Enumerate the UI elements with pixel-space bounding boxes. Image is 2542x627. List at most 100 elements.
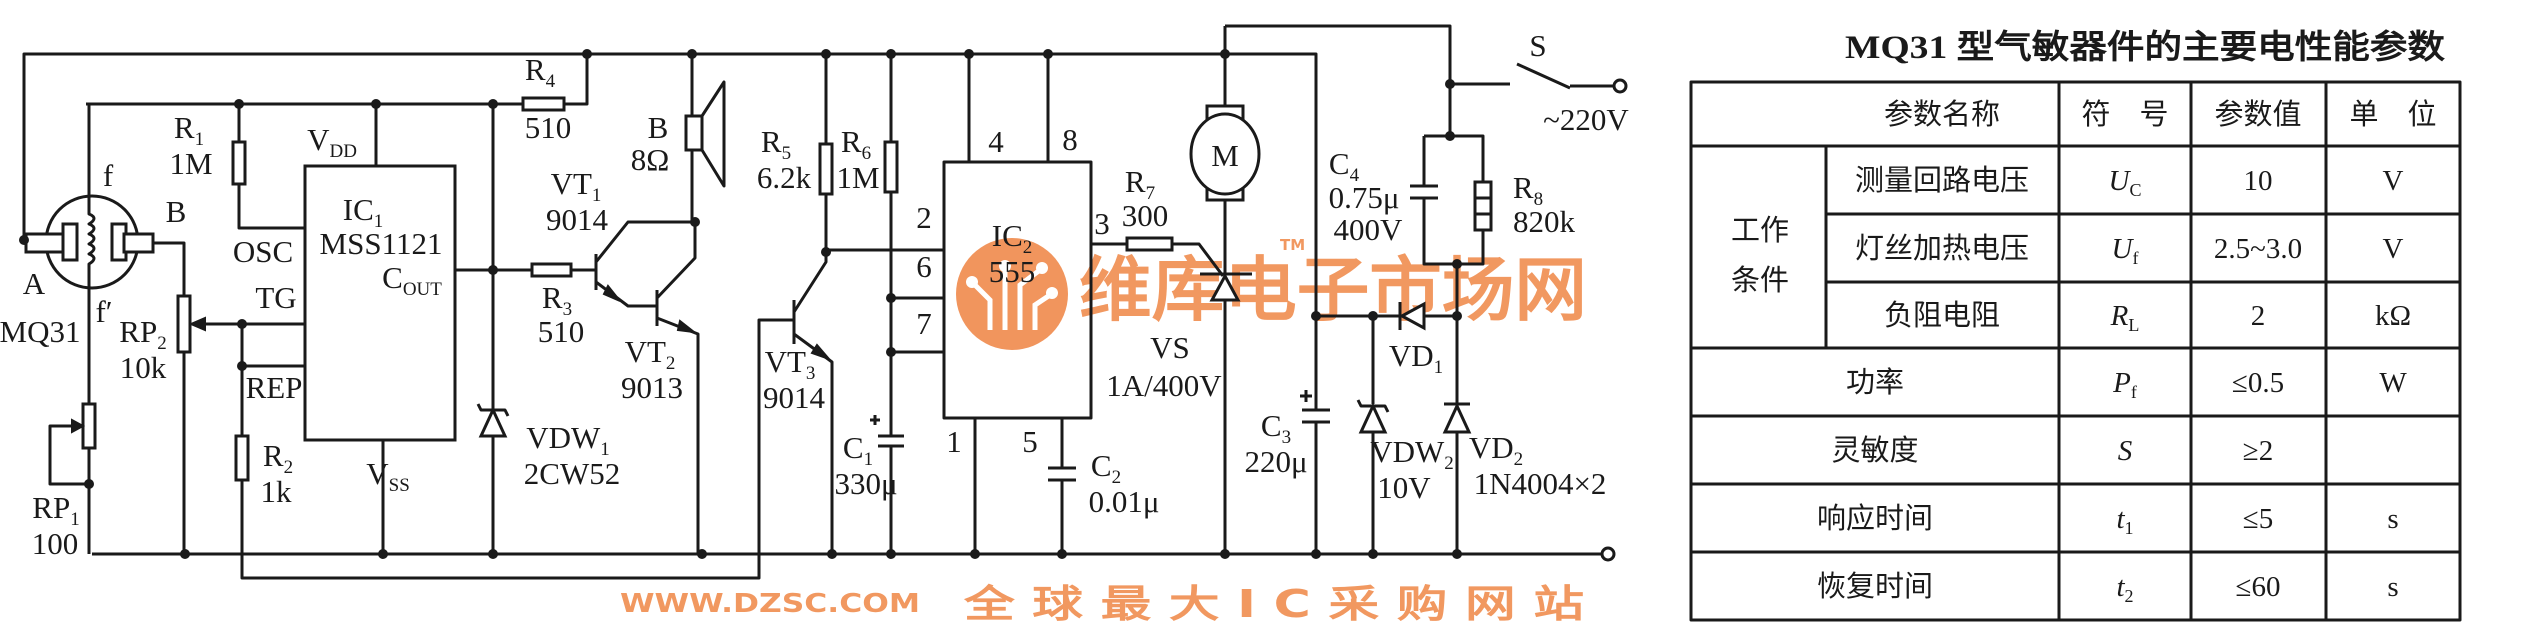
label-vt3: VT3	[765, 344, 816, 384]
resistor-r2	[234, 434, 250, 482]
ac-terminal-top[interactable]	[1612, 78, 1628, 94]
resistor-r6	[883, 140, 899, 194]
label-text: 220μ	[1244, 444, 1307, 479]
label-rp2v: 10k	[120, 350, 167, 385]
label-subscript: 4	[1350, 165, 1360, 186]
label-p3: 3	[1094, 206, 1110, 241]
label-text: B	[648, 110, 669, 145]
junction-dot	[378, 549, 388, 559]
label-text: A	[23, 266, 46, 301]
label-c2v: 0.01μ	[1089, 484, 1160, 519]
label-vt2v: 9013	[621, 370, 683, 405]
label-ic2v: 555	[989, 254, 1036, 289]
label-subscript: 2	[1514, 449, 1524, 470]
label-subscript: 2	[666, 353, 676, 374]
junction-dot	[237, 319, 247, 329]
param-name: 功率	[1846, 366, 1904, 399]
label-text: M	[1211, 138, 1239, 173]
label-text: VS	[1150, 330, 1190, 365]
label-text: B	[166, 194, 187, 229]
symbol-main: t	[2116, 571, 2125, 603]
label-vt1: VT1	[551, 166, 602, 206]
label-f: f	[103, 158, 114, 193]
label-text: VD	[1469, 430, 1514, 465]
junction-dot	[821, 247, 831, 257]
symbol-subscript: f	[2132, 248, 2138, 268]
junction-dot	[690, 217, 700, 227]
param-name: 恢复时间	[1817, 570, 1933, 603]
label-vss: VSS	[366, 456, 410, 496]
label-text: RP	[119, 314, 157, 349]
junction-dot	[234, 99, 244, 109]
junction-dot	[886, 549, 896, 559]
param-symbol: Pf	[2112, 367, 2137, 402]
label-text: VD	[1389, 338, 1434, 373]
label-m: M	[1211, 138, 1239, 173]
junction-dot	[1220, 49, 1230, 59]
param-unit: s	[2387, 503, 2398, 535]
label-subscript: DD	[329, 141, 356, 162]
param-value: ≥2	[2243, 435, 2273, 467]
param-name: 灯丝加热电压	[1855, 232, 2029, 265]
label-subscript: 2	[1023, 237, 1033, 258]
ac-terminal-bottom[interactable]	[1600, 546, 1616, 562]
label-text: 8Ω	[631, 142, 670, 177]
label-text: C	[382, 260, 403, 295]
label-subscript: 3	[806, 363, 816, 384]
junction-dots	[19, 49, 1462, 559]
symbol-main: U	[2112, 233, 2135, 265]
resistor-r8	[1473, 180, 1493, 232]
junction-dot	[1043, 49, 1053, 59]
label-text: 510	[525, 110, 572, 145]
label-text: MSS1121	[320, 226, 443, 261]
capacitor-c2	[1048, 466, 1076, 482]
label-r7v: 300	[1122, 198, 1169, 233]
watermark-brand: 维库电子市场网	[1079, 249, 1587, 331]
label-subscript: OUT	[403, 279, 442, 300]
label-c1: C1	[843, 430, 873, 470]
label-text: 2CW52	[524, 456, 620, 491]
watermark-slogan: 全 球 最 大 I C 采 购 网 站	[963, 582, 1584, 626]
label-f2: f′	[95, 294, 112, 329]
junction-dot	[582, 49, 592, 59]
label-text: C	[843, 430, 864, 465]
diode-vd2	[1442, 402, 1472, 434]
symbol-subscript: L	[2128, 315, 2139, 335]
label-text: 1N4004×2	[1474, 466, 1607, 501]
param-symbol: Uf	[2112, 233, 2139, 268]
label-subscript: 4	[546, 71, 556, 92]
label-subscript: 2	[284, 457, 294, 478]
label-text: C	[1091, 448, 1112, 483]
label-c2: C2	[1091, 448, 1121, 488]
zener-vdw2	[1356, 399, 1390, 434]
label-r6v: 1M	[836, 160, 879, 195]
label-text: 1M	[169, 146, 212, 181]
label-r1: R1	[174, 110, 204, 150]
param-value: 2	[2251, 300, 2266, 332]
label-text: IC	[343, 192, 374, 227]
label-subscript: 3	[563, 299, 573, 320]
label-subscript: 1	[195, 129, 205, 150]
ic1-body	[303, 164, 457, 442]
label-text: f′	[95, 294, 112, 329]
ic2-body	[942, 160, 1093, 420]
label-a: A	[23, 266, 46, 301]
label-text: 10V	[1377, 470, 1431, 505]
symbol-subscript: 1	[2125, 518, 2134, 538]
label-vd2v: 1N4004×2	[1474, 466, 1607, 501]
label-b2: B	[648, 110, 669, 145]
watermark-url: WWW.DZSC.COM	[620, 589, 920, 619]
label-text: TG	[255, 280, 296, 315]
label-c4v: 0.75μ	[1329, 180, 1400, 215]
symbol-main: S	[2118, 435, 2133, 467]
param-symbol: t1	[2116, 503, 2133, 538]
param-symbol: t2	[2116, 571, 2133, 606]
param-value: ≤0.5	[2232, 367, 2284, 399]
header-unit: 单 位	[2349, 98, 2436, 131]
junction-dot	[488, 549, 498, 559]
junction-dot	[970, 549, 980, 559]
param-unit: s	[2387, 571, 2398, 603]
label-vt3v: 9014	[763, 380, 826, 415]
label-subscript: SS	[389, 475, 410, 496]
table-title: MQ31 型气敏器件的主要电性能参数	[1845, 29, 2446, 66]
